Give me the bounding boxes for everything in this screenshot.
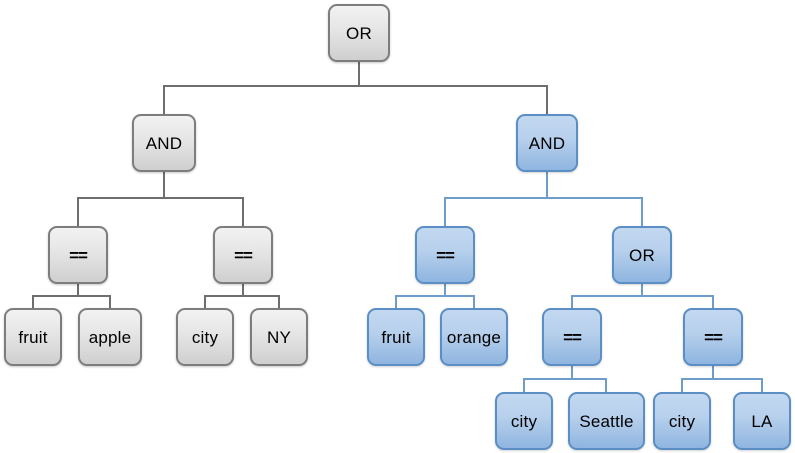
tree-node-eq-b2[interactable]: == xyxy=(542,308,602,366)
tree-node-label: LA xyxy=(751,411,773,431)
tree-node-label: AND xyxy=(528,133,566,153)
tree-edge xyxy=(358,62,548,114)
tree-node-label: == xyxy=(704,327,723,347)
tree-node-label: Seattle xyxy=(579,411,634,431)
tree-node-label: city xyxy=(668,411,696,431)
tree-edge xyxy=(523,366,573,392)
tree-node-label: city xyxy=(191,327,219,347)
tree-node-label: OR xyxy=(346,23,372,43)
tree-node-eq-g1[interactable]: == xyxy=(48,226,108,284)
tree-edge xyxy=(571,284,643,308)
tree-node-leaf-apple[interactable]: apple xyxy=(78,308,142,366)
tree-node-or-b[interactable]: OR xyxy=(612,226,672,284)
tree-node-leaf-fruit[interactable]: fruit xyxy=(4,308,62,366)
tree-edge xyxy=(444,172,548,226)
tree-node-label: == xyxy=(563,327,582,347)
tree-edge xyxy=(546,172,643,226)
tree-edge xyxy=(204,284,244,308)
tree-node-leaf-city1[interactable]: city xyxy=(176,308,234,366)
tree-node-leaf-city3[interactable]: city xyxy=(653,392,711,450)
tree-node-label: orange xyxy=(446,327,502,347)
tree-edge xyxy=(163,62,360,114)
tree-edge xyxy=(395,284,446,308)
tree-node-leaf-la[interactable]: LA xyxy=(733,392,791,450)
tree-edge xyxy=(242,284,280,308)
tree-edge xyxy=(77,172,165,226)
tree-edge xyxy=(571,366,607,392)
tree-node-label: fruit xyxy=(18,327,48,347)
tree-node-label: AND xyxy=(145,133,183,153)
tree-edge xyxy=(32,284,79,308)
tree-node-root[interactable]: OR xyxy=(328,4,390,62)
tree-node-label: NY xyxy=(266,327,292,347)
tree-node-label: == xyxy=(69,245,88,265)
tree-node-leaf-fruit2[interactable]: fruit xyxy=(367,308,425,366)
tree-node-leaf-orange[interactable]: orange xyxy=(440,308,508,366)
tree-node-and-left[interactable]: AND xyxy=(132,114,196,172)
tree-edge xyxy=(641,284,714,308)
tree-node-eq-g2[interactable]: == xyxy=(213,226,273,284)
tree-node-label: == xyxy=(234,245,253,265)
tree-node-eq-b3[interactable]: == xyxy=(683,308,743,366)
tree-edge xyxy=(681,366,714,392)
tree-node-label: fruit xyxy=(381,327,411,347)
tree-edge xyxy=(163,172,244,226)
tree-node-leaf-ny[interactable]: NY xyxy=(250,308,308,366)
tree-node-leaf-seattle[interactable]: Seattle xyxy=(568,392,645,450)
tree-node-label: apple xyxy=(88,327,132,347)
tree-node-and-right[interactable]: AND xyxy=(516,114,578,172)
tree-node-label: OR xyxy=(629,245,655,265)
tree-node-label: city xyxy=(510,411,538,431)
tree-node-eq-b1[interactable]: == xyxy=(415,226,475,284)
tree-edge xyxy=(712,366,763,392)
tree-node-label: == xyxy=(436,245,455,265)
tree-node-leaf-city2[interactable]: city xyxy=(495,392,553,450)
tree-edge xyxy=(444,284,475,308)
tree-edge xyxy=(77,284,111,308)
